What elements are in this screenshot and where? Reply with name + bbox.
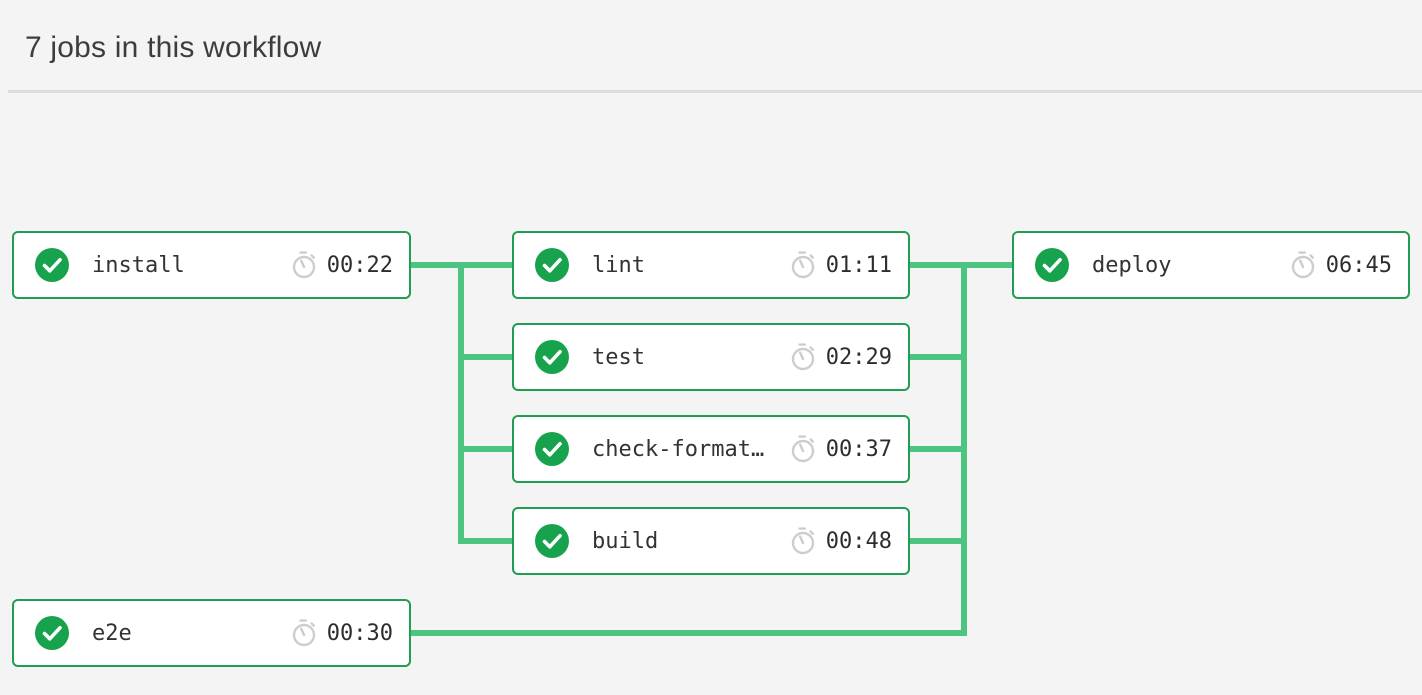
success-icon (534, 339, 570, 375)
success-icon (534, 523, 570, 559)
header-divider (8, 90, 1422, 93)
job-card-e2e[interactable]: e2e 00:30 (12, 599, 411, 667)
job-name: e2e (92, 620, 132, 646)
job-duration: 02:29 (789, 342, 892, 372)
job-card-check-format[interactable]: check-format… 00:37 (512, 415, 910, 483)
edge-fanout-to-test (458, 354, 512, 360)
job-name: build (592, 528, 659, 554)
job-name: deploy (1092, 252, 1172, 278)
edge-test-to-fanin (910, 354, 967, 360)
job-card-deploy[interactable]: deploy 06:45 (1012, 231, 1410, 299)
edge-fanout-to-check-format (458, 446, 512, 452)
duration-text: 01:11 (825, 252, 892, 278)
duration-text: 00:30 (326, 620, 393, 646)
job-name: install (92, 252, 185, 278)
job-name: test (592, 344, 645, 370)
job-duration: 00:48 (789, 526, 892, 556)
stopwatch-icon (789, 250, 817, 280)
stopwatch-icon (1289, 250, 1317, 280)
workflow-header: 7 jobs in this workflow (0, 0, 1422, 90)
duration-text: 00:22 (326, 252, 393, 278)
job-card-install[interactable]: install 00:22 (12, 231, 411, 299)
job-duration: 00:22 (290, 250, 393, 280)
job-name: lint (592, 252, 645, 278)
stopwatch-icon (290, 618, 318, 648)
edge-check-format-to-fanin (910, 446, 967, 452)
success-icon (34, 247, 70, 283)
job-name: check-format… (592, 436, 765, 462)
edge-build-to-fanin (910, 538, 967, 544)
success-icon (34, 615, 70, 651)
edge-fanout-to-build (458, 538, 512, 544)
job-card-build[interactable]: build 00:48 (512, 507, 910, 575)
stopwatch-icon (789, 434, 817, 464)
success-icon (1034, 247, 1070, 283)
stopwatch-icon (290, 250, 318, 280)
success-icon (534, 247, 570, 283)
page-title: 7 jobs in this workflow (25, 31, 322, 64)
job-duration: 00:30 (290, 618, 393, 648)
duration-text: 00:48 (825, 528, 892, 554)
duration-text: 06:45 (1325, 252, 1392, 278)
edge-fanout-vertical (458, 262, 464, 544)
job-duration: 00:37 (789, 434, 892, 464)
job-duration: 01:11 (789, 250, 892, 280)
success-icon (534, 431, 570, 467)
duration-text: 00:37 (825, 436, 892, 462)
stopwatch-icon (789, 342, 817, 372)
job-card-test[interactable]: test 02:29 (512, 323, 910, 391)
edge-e2e-to-fanin (411, 630, 967, 636)
stopwatch-icon (789, 526, 817, 556)
job-card-lint[interactable]: lint 01:11 (512, 231, 910, 299)
job-duration: 06:45 (1289, 250, 1392, 280)
duration-text: 02:29 (825, 344, 892, 370)
